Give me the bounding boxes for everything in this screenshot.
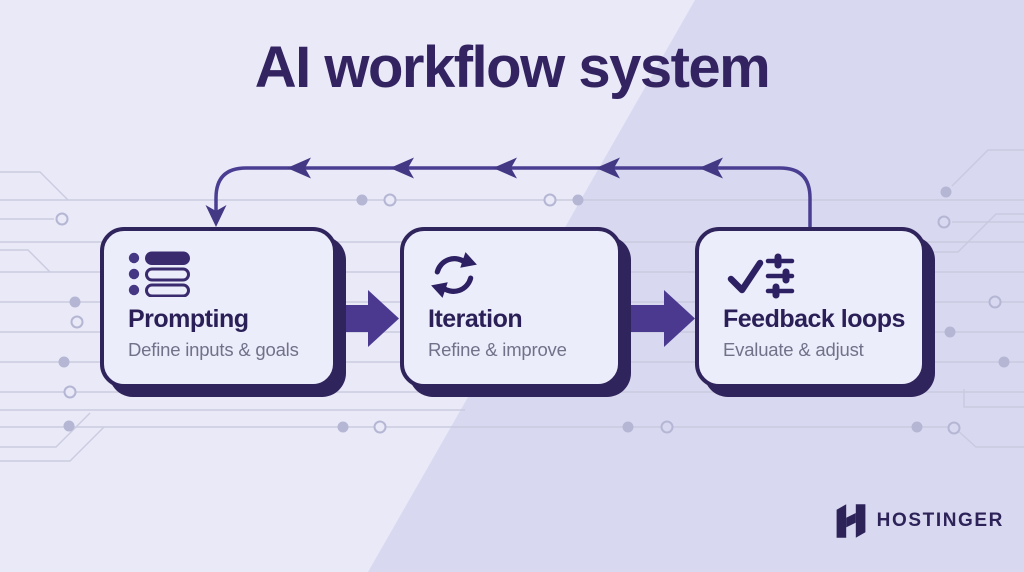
refresh-cycle-icon: [428, 250, 480, 300]
brand-logo: HOSTINGER: [835, 502, 1004, 540]
card-prompting: Prompting Define inputs & goals: [100, 227, 337, 388]
card-prompting-title: Prompting: [128, 305, 249, 333]
feedback-loop-line: [214, 166, 812, 230]
page-title: AI workflow system: [254, 35, 771, 100]
arrow-iteration-to-feedback: [612, 290, 695, 347]
hostinger-h-icon: [835, 502, 867, 540]
card-feedback-loops-title: Feedback loops: [723, 305, 905, 333]
card-feedback-loops: Feedback loops Evaluate & adjust: [695, 227, 926, 388]
card-iteration-subtitle: Refine & improve: [428, 339, 567, 360]
card-iteration-title: Iteration: [428, 305, 523, 333]
brand-logo-text: HOSTINGER: [876, 510, 1004, 531]
check-sliders-icon: [723, 250, 799, 300]
card-prompting-subtitle: Define inputs & goals: [128, 339, 299, 360]
feedback-loop-arrowheads: [205, 157, 723, 227]
card-iteration: Iteration Refine & improve: [400, 227, 622, 388]
bullet-list-icon: [128, 250, 192, 297]
card-feedback-loops-subtitle: Evaluate & adjust: [723, 339, 864, 360]
